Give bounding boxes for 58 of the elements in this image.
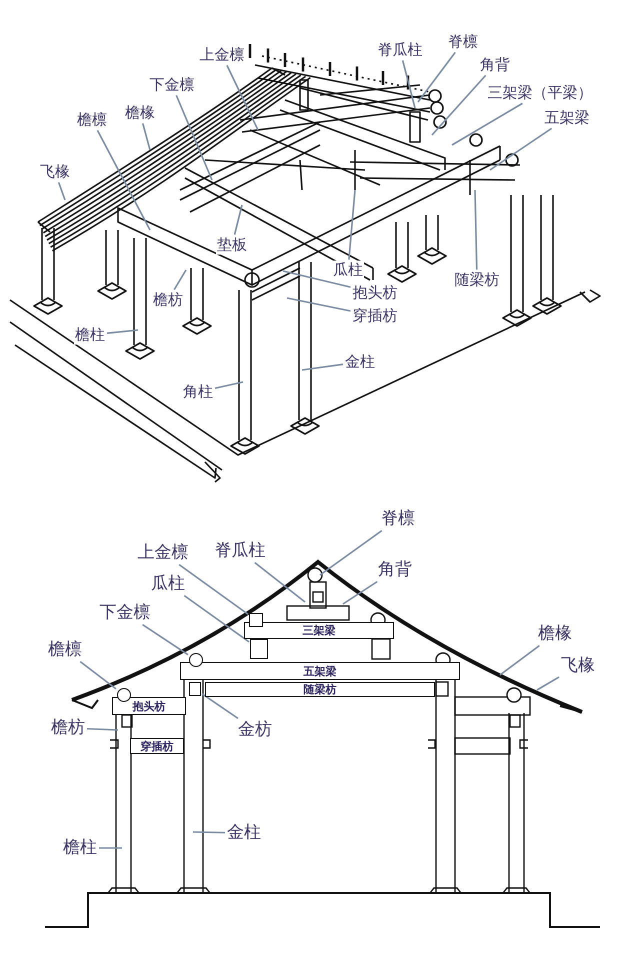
leader-line: [142, 624, 188, 656]
leader-line: [178, 564, 248, 615]
leader-line: [86, 728, 118, 731]
leader-line: [184, 594, 250, 642]
part-label: 檐柱: [74, 326, 106, 344]
beam-box: 三架梁: [244, 622, 394, 639]
leader-line: [106, 329, 138, 334]
leader-line: [500, 644, 540, 676]
leader-line: [234, 204, 243, 235]
leader-line: [254, 562, 306, 603]
leader-line: [536, 676, 560, 691]
leader-line: [96, 130, 151, 230]
leader-line: [174, 270, 187, 290]
leader-line: [226, 65, 259, 130]
part-label: 金柱: [344, 352, 376, 372]
part-label: 檐檩: [76, 110, 108, 130]
leader-line: [402, 60, 416, 108]
leader-line: [202, 693, 238, 720]
leader-line: [282, 270, 351, 288]
leader-line: [99, 847, 122, 849]
leader-line: [490, 128, 552, 171]
part-label: 檐枋: [152, 290, 184, 310]
part-label: 下金檩: [148, 76, 196, 94]
leader-line: [348, 190, 356, 260]
part-label: 脊瓜柱: [376, 40, 424, 60]
leader-line: [58, 182, 66, 200]
leader-line: [192, 831, 226, 834]
leader-line: [320, 530, 382, 576]
beam-box: 五架梁: [180, 662, 460, 680]
part-label: 穿插枋: [352, 306, 398, 326]
leader-line: [474, 190, 478, 270]
beam-box: 抱头枋: [112, 697, 186, 715]
beam-box: 随梁枋: [205, 682, 435, 697]
leader-line: [452, 102, 523, 146]
leader-line: [80, 660, 116, 690]
leader-line: [342, 580, 378, 605]
part-label: 瓜柱: [332, 260, 364, 280]
part-label: 角背: [479, 56, 511, 74]
part-label: 上金檩: [198, 46, 246, 64]
post-block: [250, 639, 268, 659]
leader-line: [302, 364, 344, 371]
part-label: 角柱: [182, 382, 214, 402]
part-label: 五架梁: [544, 108, 590, 128]
leader-line: [214, 381, 244, 389]
leader-line: [286, 297, 351, 312]
post-block: [189, 682, 201, 696]
part-label: 随梁枋: [454, 270, 500, 290]
leader-line: [417, 52, 456, 102]
part-label: 垫板: [216, 236, 248, 254]
leader-line: [431, 74, 486, 136]
part-label: 抱头枋: [352, 284, 398, 302]
leader-line: [142, 123, 151, 150]
post-block: [249, 613, 263, 627]
leader-line: [176, 95, 213, 180]
part-label: 檐椽: [124, 104, 156, 122]
beam-box: 穿插枋: [130, 738, 184, 754]
part-label: 脊檩: [447, 32, 479, 52]
part-label: 飞椽: [39, 162, 71, 182]
